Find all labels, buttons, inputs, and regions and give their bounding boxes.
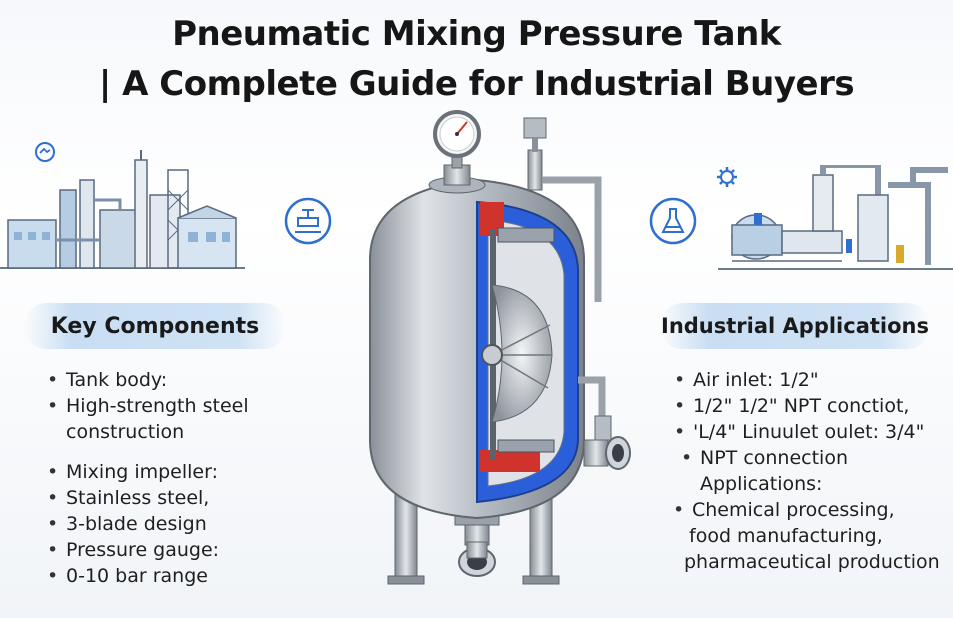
list-item: pharmaceutical production bbox=[684, 551, 940, 573]
list-item: food manufacturing, bbox=[689, 525, 883, 547]
page-title-line-1: Pneumatic Mixing Pressure Tank bbox=[172, 14, 781, 54]
valve-icon bbox=[284, 197, 332, 245]
key-components-heading: Key Components bbox=[24, 303, 286, 349]
key-components-list: Tank body: High-strength steel construct… bbox=[47, 367, 249, 589]
page-title-line-2: | A Complete Guide for Industrial Buyers bbox=[98, 64, 855, 104]
gear-icon bbox=[717, 167, 737, 187]
industrial-applications-heading: Industrial Applications bbox=[660, 303, 930, 349]
list-item: Air inlet: 1/2" bbox=[674, 367, 949, 393]
list-item: Tank body: bbox=[47, 367, 249, 393]
pipework-illustration bbox=[718, 165, 953, 270]
list-item: 'L/4" Linuulet oulet: 3/4" bbox=[674, 419, 949, 445]
list-item: Applications: bbox=[700, 473, 823, 495]
industrial-applications-list: Air inlet: 1/2" 1/2" 1/2" NPT conctiot, … bbox=[670, 367, 940, 575]
list-item: Mixing impeller: bbox=[47, 459, 249, 485]
list-item: construction bbox=[66, 421, 185, 443]
pressure-tank-cutaway bbox=[369, 110, 631, 585]
list-item: 1/2" 1/2" NPT conctiot, bbox=[674, 393, 949, 419]
list-item: Chemical processing, bbox=[673, 497, 948, 523]
list-item: 3-blade design bbox=[47, 511, 249, 537]
list-item: NPT connection bbox=[681, 445, 953, 471]
factory-illustration bbox=[0, 150, 245, 269]
gear-globe-icon bbox=[35, 142, 55, 162]
list-item: 0-10 bar range bbox=[47, 563, 249, 589]
list-item: High-strength steel bbox=[47, 393, 249, 419]
list-item: Stainless steel, bbox=[47, 485, 249, 511]
flask-icon bbox=[649, 197, 697, 245]
list-item: Pressure gauge: bbox=[47, 537, 249, 563]
